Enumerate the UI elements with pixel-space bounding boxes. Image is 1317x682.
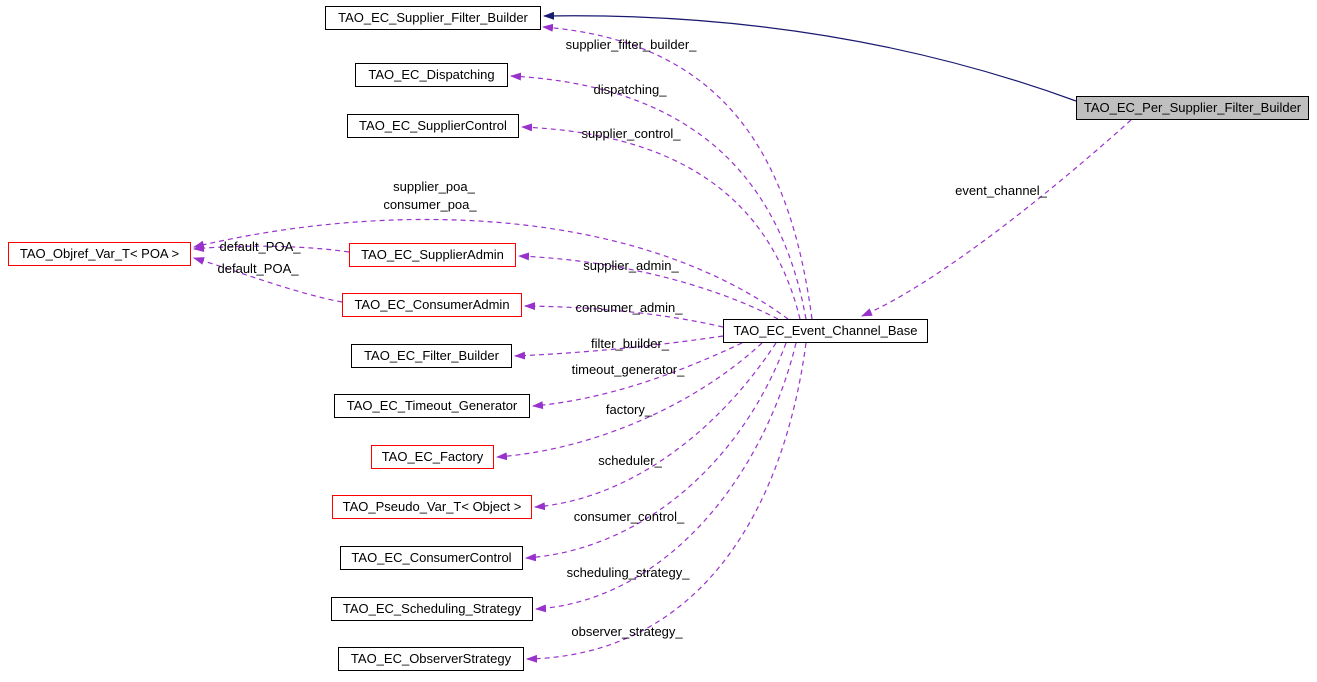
edge-supplier-admin [518, 252, 779, 320]
edge-scheduling-strategy [535, 342, 797, 613]
node-filter-builder[interactable]: TAO_EC_Filter_Builder [351, 344, 512, 368]
edge-supplier-filter-builder [542, 23, 813, 320]
edge-label-supplier-filter-builder: supplier_filter_builder_ [565, 37, 697, 52]
edge-label-timeout-generator: timeout_generator_ [571, 362, 685, 377]
node-factory[interactable]: TAO_EC_Factory [371, 445, 494, 469]
node-supplier-control[interactable]: TAO_EC_SupplierControl [347, 114, 519, 138]
edge-dispatching [510, 72, 807, 320]
node-consumer-admin[interactable]: TAO_EC_ConsumerAdmin [342, 293, 522, 317]
edge-timeout-generator [532, 342, 743, 410]
node-timeout-generator[interactable]: TAO_EC_Timeout_Generator [334, 394, 530, 418]
edge-label-default-poa-2: default_POA_ [217, 261, 299, 276]
edge-label-scheduling-strategy: scheduling_strategy_ [566, 565, 690, 580]
edge-consumer-control [525, 342, 787, 562]
node-consumer-control[interactable]: TAO_EC_ConsumerControl [340, 546, 523, 570]
edge-label-default-poa-1: default_POA_ [219, 239, 301, 254]
edge-factory [496, 342, 763, 461]
node-scheduling-strategy[interactable]: TAO_EC_Scheduling_Strategy [331, 597, 533, 621]
edge-label-consumer-poa: consumer_poa_ [383, 197, 477, 212]
edge-label-supplier-admin: supplier_admin_ [583, 258, 679, 273]
edge-consumer-admin [524, 302, 724, 328]
edge-event-channel [861, 119, 1132, 317]
node-event-channel-base[interactable]: TAO_EC_Event_Channel_Base [723, 319, 928, 343]
edge-label-observer-strategy: observer_strategy_ [571, 624, 683, 639]
edge-default-poa-supplier-admin [193, 244, 350, 253]
node-pseudo-var-object[interactable]: TAO_Pseudo_Var_T< Object > [332, 495, 532, 519]
edge-label-supplier-control: supplier_control_ [581, 126, 681, 141]
node-supplier-filter-builder[interactable]: TAO_EC_Supplier_Filter_Builder [325, 6, 541, 30]
edge-supplier-consumer-poa [193, 218, 789, 320]
edge-filter-builder [514, 335, 724, 360]
edge-label-factory: factory_ [605, 402, 653, 417]
edge-label-dispatching: dispatching_ [593, 82, 667, 97]
edge-label-event-channel: event_channel_ [955, 183, 1047, 198]
node-observer-strategy[interactable]: TAO_EC_ObserverStrategy [338, 647, 524, 671]
edge-label-supplier-poa: supplier_poa_ [393, 179, 475, 194]
edge-label-scheduler: scheduler_ [598, 453, 662, 468]
node-supplier-admin[interactable]: TAO_EC_SupplierAdmin [349, 243, 516, 267]
node-objref-var-poa[interactable]: TAO_Objref_Var_T< POA > [8, 242, 191, 266]
edge-label-consumer-control: consumer_control_ [573, 509, 685, 524]
edge-inheritance-per-supplier-filter-builder [543, 11, 1077, 102]
edge-supplier-control [521, 123, 801, 320]
node-per-supplier-filter-builder: TAO_EC_Per_Supplier_Filter_Builder [1076, 96, 1309, 120]
node-dispatching[interactable]: TAO_EC_Dispatching [355, 63, 508, 87]
edge-label-consumer-admin: consumer_admin_ [575, 300, 683, 315]
edge-default-poa-consumer-admin [193, 257, 343, 303]
edge-label-filter-builder: filter_builder_ [590, 336, 670, 351]
edge-observer-strategy [526, 342, 807, 663]
